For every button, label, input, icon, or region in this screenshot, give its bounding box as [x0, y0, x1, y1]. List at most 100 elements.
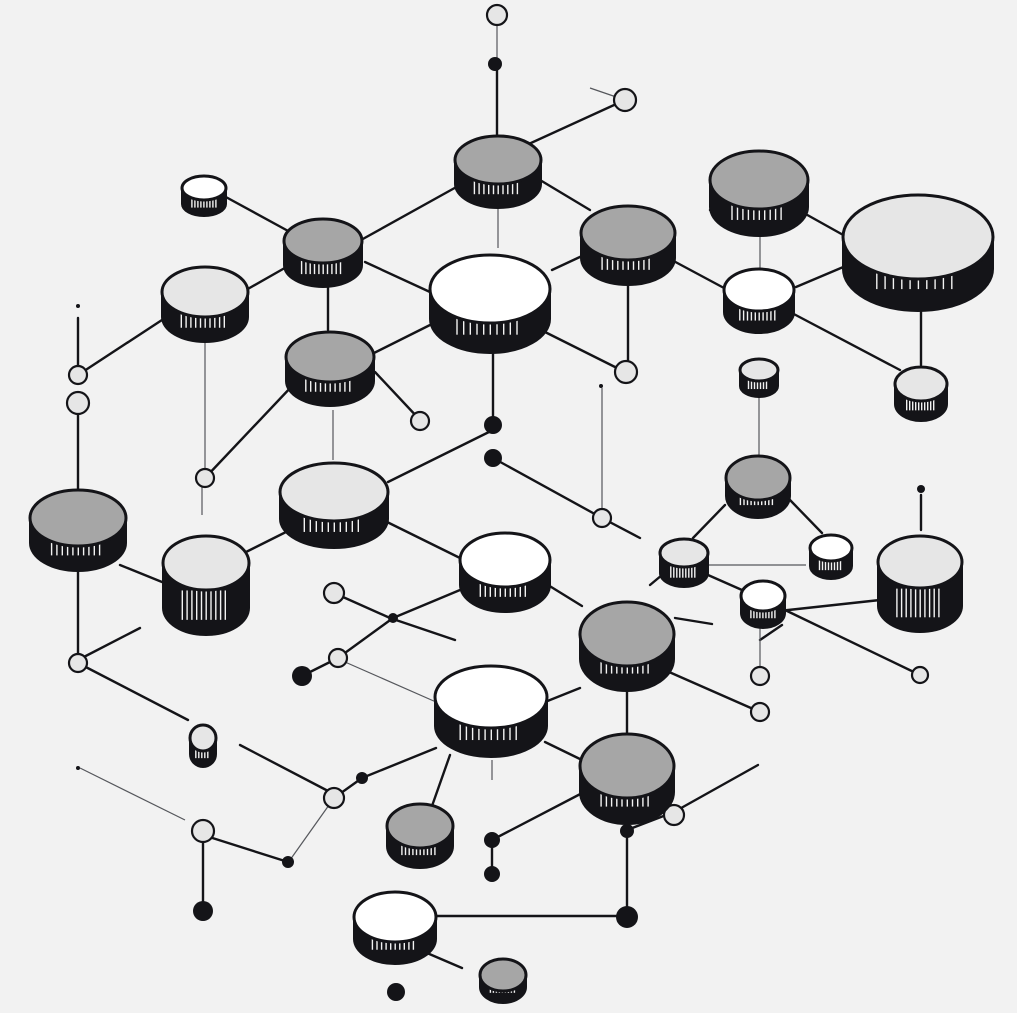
filled-connector-dot — [356, 772, 368, 784]
hollow-connector-dot — [485, 3, 509, 27]
edge — [203, 383, 295, 480]
edge — [360, 746, 438, 780]
edge — [543, 740, 584, 762]
hollow-connector-dot — [67, 652, 89, 674]
hollow-connector-dot — [67, 364, 89, 386]
cylinder-top — [578, 600, 676, 668]
edge — [794, 263, 850, 289]
cylinder-top — [841, 193, 995, 281]
cylinder-node — [876, 534, 964, 633]
edge — [538, 178, 592, 212]
hollow-connector-dot — [322, 581, 346, 605]
filled-connector-dot — [387, 983, 405, 1001]
cylinder-node — [278, 461, 390, 549]
cylinder-top — [385, 802, 455, 850]
filled-connector-dot — [484, 416, 502, 434]
cylinder-node — [188, 723, 218, 768]
filled-connector-dot — [484, 866, 500, 882]
edge — [368, 318, 442, 357]
hollow-connector-dot — [591, 507, 613, 529]
cylinder-node — [180, 174, 228, 217]
connector-dot-layer — [65, 3, 930, 1001]
edge — [359, 183, 462, 242]
edge — [238, 743, 332, 794]
filled-connector-dot — [488, 57, 502, 71]
cylinder-node — [841, 193, 995, 312]
edge — [391, 588, 462, 620]
cylinder-node — [808, 533, 854, 580]
edge — [222, 194, 292, 234]
edge — [289, 797, 335, 861]
filled-connector-dot — [484, 832, 500, 848]
cylinder-node — [458, 531, 552, 613]
hollow-connector-dot — [749, 665, 771, 687]
cylinder-top — [188, 723, 218, 753]
hollow-connector-dot — [322, 786, 346, 810]
edge — [539, 328, 627, 374]
cylinder-top — [739, 579, 787, 613]
cylinder-top — [579, 204, 677, 262]
edge — [666, 256, 726, 290]
edge — [800, 210, 847, 238]
cylinder-top — [161, 534, 251, 592]
cylinder-node — [739, 579, 787, 629]
edge — [344, 661, 437, 703]
cylinder-top — [284, 330, 376, 384]
cylinder-node — [658, 537, 710, 588]
hollow-connector-dot — [612, 87, 638, 113]
cylinder-top — [433, 664, 549, 730]
edge — [373, 370, 422, 422]
edge — [783, 608, 922, 677]
edge — [244, 528, 292, 554]
cylinder-top — [722, 267, 796, 313]
hollow-connector-dot — [65, 390, 91, 416]
cylinder-top — [738, 357, 780, 383]
filled-connector-dot — [282, 856, 294, 868]
filled-connector-dot — [599, 384, 603, 388]
cylinder-node — [724, 454, 792, 519]
edge — [672, 763, 760, 814]
edge — [336, 616, 395, 660]
cylinder-node — [428, 253, 552, 354]
cylinder-top — [28, 488, 128, 548]
cylinder-node — [738, 357, 780, 398]
filled-connector-dot — [616, 906, 638, 928]
edge — [788, 310, 902, 372]
edge — [491, 456, 604, 520]
cylinder-node — [282, 217, 364, 288]
cylinder-node — [352, 890, 438, 965]
cylinder-node — [385, 802, 455, 869]
node-layer — [28, 134, 995, 1004]
hollow-connector-dot — [613, 359, 639, 385]
edge — [758, 623, 784, 642]
cylinder-top — [578, 732, 676, 800]
filled-connector-dot — [388, 613, 398, 623]
edge — [363, 260, 432, 294]
cylinder-node — [893, 365, 949, 422]
cylinder-node — [722, 267, 796, 334]
cylinder-top — [893, 365, 949, 403]
edge — [673, 616, 714, 626]
hollow-connector-dot — [910, 665, 930, 685]
hollow-connector-dot — [194, 467, 216, 489]
cylinder-top — [724, 454, 792, 502]
cylinder-top — [458, 531, 552, 589]
edge — [430, 753, 452, 808]
edge — [76, 316, 167, 377]
cylinder-node — [708, 149, 810, 237]
edge — [658, 666, 762, 714]
hollow-connector-dot — [662, 803, 686, 827]
cylinder-top — [352, 890, 438, 944]
edge — [550, 254, 584, 272]
cylinder-top — [180, 174, 228, 202]
cylinder-top — [160, 265, 250, 319]
cylinder-top — [876, 534, 964, 590]
filled-connector-dot — [76, 766, 80, 770]
cylinder-node — [478, 957, 528, 1004]
edge — [546, 583, 584, 608]
cylinder-node — [578, 732, 676, 825]
edge — [768, 598, 882, 614]
filled-connector-dot — [917, 485, 925, 493]
cylinder-top — [708, 149, 810, 211]
edge — [76, 661, 190, 722]
